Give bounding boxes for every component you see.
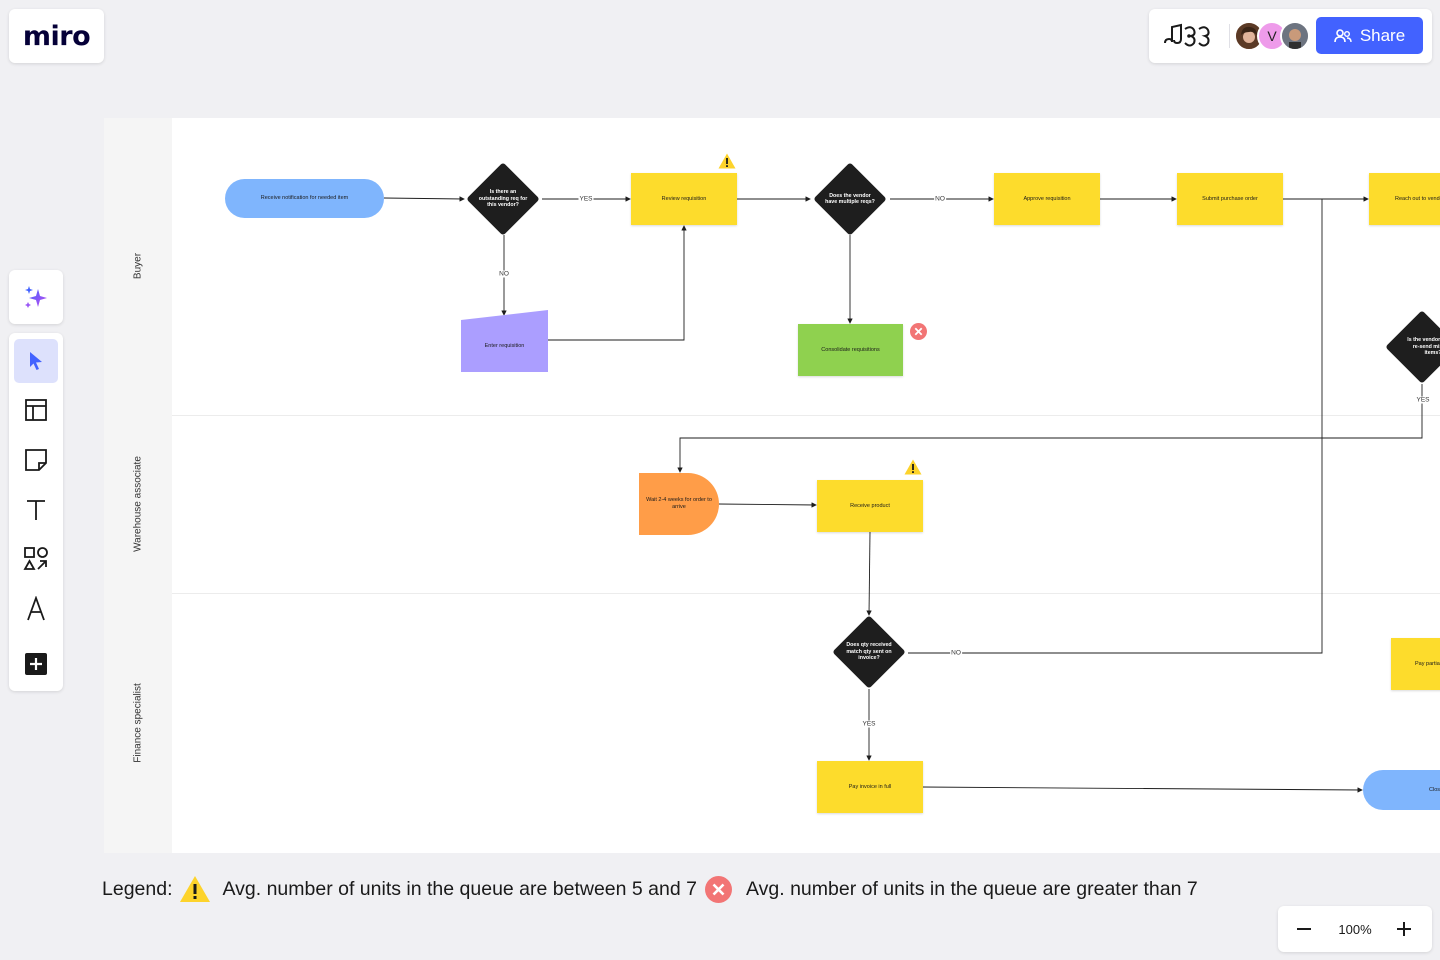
left-toolbar — [9, 333, 63, 691]
node-wait-weeks[interactable]: Wait 2-4 weeks for order to arrive — [639, 473, 719, 535]
lane-divider — [172, 593, 1440, 594]
lane-divider — [172, 415, 1440, 416]
connectors — [383, 196, 1423, 793]
node-receive-product[interactable]: Receive product — [817, 480, 923, 532]
edge-label-yes: YES — [861, 720, 877, 728]
zoom-in-button[interactable] — [1388, 913, 1420, 945]
lane-header-buyer — [104, 118, 172, 415]
text-icon — [27, 500, 45, 520]
pen-tool[interactable] — [14, 587, 58, 631]
zoom-level[interactable]: 100% — [1338, 921, 1372, 937]
node-submit-purchase-order[interactable]: Submit purchase order — [1177, 173, 1283, 225]
shapes-icon — [23, 547, 48, 570]
legend: Legend: Avg. number of units in the queu… — [102, 874, 1198, 904]
node-pay-invoice-full[interactable]: Pay invoice in full — [817, 761, 923, 813]
node-review-requisition[interactable]: Review requisition — [631, 173, 737, 225]
layout-icon — [25, 399, 47, 421]
plus-icon — [1397, 922, 1411, 936]
reactions-icon[interactable] — [1161, 21, 1217, 51]
text-tool[interactable] — [14, 488, 58, 532]
zoom-out-button[interactable] — [1288, 913, 1320, 945]
plus-square-icon — [25, 653, 47, 675]
node-enter-requisition-shape[interactable] — [461, 310, 549, 372]
legend-warning-text: Avg. number of units in the queue are be… — [222, 877, 697, 900]
decision-vendor-resend[interactable]: Is the vendor able to re-send missing it… — [1382, 310, 1440, 384]
warning-icon — [904, 459, 922, 475]
edge-label-no: NO — [950, 649, 962, 657]
zoom-control: 100% — [1278, 906, 1432, 952]
warning-icon — [179, 876, 210, 902]
decision-qty-match[interactable]: Does qty received match qty sent on invo… — [830, 615, 908, 689]
lane-header-finance — [104, 593, 172, 853]
collaboration-bar: V Share — [1149, 9, 1432, 63]
node-receive-notification[interactable]: Receive notification for needed item — [225, 179, 384, 218]
error-icon — [704, 875, 732, 903]
minus-icon — [1297, 928, 1311, 930]
legend-error-text: Avg. number of units in the queue are gr… — [745, 877, 1198, 900]
edge-label-no: NO — [934, 195, 946, 203]
decision-text: Does qty received match qty sent on invo… — [846, 642, 892, 662]
error-icon — [910, 323, 927, 340]
decision-outstanding-req[interactable]: Is there an outstanding req for this ven… — [464, 162, 542, 236]
share-label: Share — [1359, 25, 1406, 45]
cursor-icon — [30, 352, 42, 370]
warning-icon — [718, 153, 736, 169]
node-pay-partial[interactable]: Pay partial — [1391, 638, 1440, 690]
share-button[interactable]: Share — [1316, 17, 1423, 54]
avatar-user-3[interactable] — [1280, 21, 1310, 51]
pen-icon — [27, 596, 45, 621]
edge-label-yes: YES — [1415, 396, 1431, 404]
legend-title: Legend: — [102, 877, 173, 900]
users-icon — [1334, 28, 1352, 42]
decision-text: Is there an outstanding req for this ven… — [478, 189, 528, 209]
node-consolidate-requisitions[interactable]: Consolidate requisitions — [798, 324, 903, 376]
sticky-note-icon — [25, 449, 47, 471]
node-close[interactable]: Close — [1363, 770, 1440, 810]
edge-label-no: NO — [498, 270, 510, 278]
add-more-tool[interactable] — [14, 642, 58, 686]
shapes-tool[interactable] — [14, 537, 58, 581]
templates-tool[interactable] — [14, 388, 58, 432]
select-tool[interactable] — [14, 339, 58, 383]
lane-header-warehouse — [104, 415, 172, 593]
decision-text: Does the vendor have multiple reqs? — [825, 192, 875, 205]
separator — [1229, 24, 1230, 48]
node-enter-requisition: Enter requisition — [484, 342, 525, 349]
node-approve-requisition[interactable]: Approve requisition — [994, 173, 1100, 225]
sticky-note-tool[interactable] — [14, 438, 58, 482]
logo-text: miro — [22, 20, 91, 52]
decision-text: Is the vendor able to re-send missing it… — [1407, 337, 1440, 357]
edge-label-yes: YES — [578, 195, 594, 203]
sparkles-icon — [25, 286, 47, 308]
flowchart-board[interactable]: Buyer Warehouse associate Finance specia… — [104, 118, 1440, 853]
miro-logo[interactable]: miro — [9, 9, 104, 63]
decision-multiple-reqs[interactable]: Does the vendor have multiple reqs? — [810, 162, 890, 236]
node-reach-out-vendor[interactable]: Reach out to vendor — [1369, 173, 1440, 225]
ai-assist-button[interactable] — [9, 270, 63, 324]
